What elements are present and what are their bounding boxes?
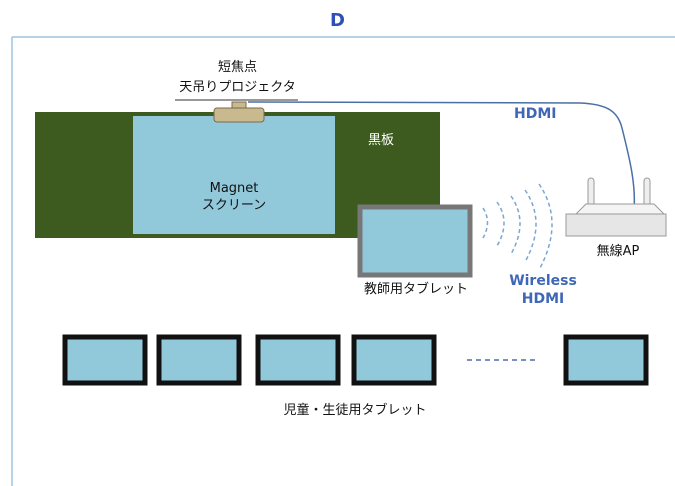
blackboard-label: 黒板	[368, 133, 395, 148]
wireless-ap	[565, 177, 667, 237]
projector-label-line2: 天吊りプロジェクタ	[179, 80, 296, 95]
student-tablet-4	[351, 334, 437, 386]
diagram-title: D	[330, 10, 345, 31]
student-tablet-5	[563, 334, 649, 386]
wireless-signal-arcs	[482, 183, 553, 271]
teacher-tablet-label: 教師用タブレット	[363, 282, 468, 297]
ap-label: 無線AP	[596, 244, 640, 259]
wireless-arc-4	[524, 189, 537, 263]
screen-label-line2: スクリーン	[201, 198, 267, 213]
teacher-tablet	[357, 204, 473, 278]
student-tablet-1	[62, 334, 148, 386]
wireless-arc-3	[510, 195, 521, 255]
projector-label-line1: 短焦点	[217, 60, 257, 75]
ap-top-face	[574, 203, 666, 215]
ap-body	[565, 213, 667, 237]
hdmi-cable	[247, 101, 636, 211]
wireless-arc-1	[482, 207, 489, 239]
wireless-arc-2	[496, 201, 505, 247]
wireless-label-line1: Wireless	[509, 273, 577, 289]
hdmi-label: HDMI	[514, 106, 557, 122]
screen-label-line1: Magnet	[209, 181, 259, 196]
student-tablets-label: 児童・生徒用タブレット	[283, 403, 427, 418]
magnet-screen	[133, 116, 335, 234]
wireless-arc-5	[538, 183, 553, 271]
student-tablet-3	[255, 334, 341, 386]
wireless-label-line2: HDMI	[521, 291, 565, 307]
projector-body	[213, 107, 265, 123]
student-tablet-2	[156, 334, 242, 386]
